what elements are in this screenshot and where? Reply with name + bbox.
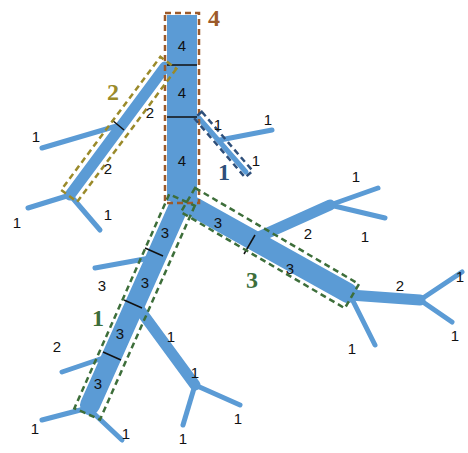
segment-order-number: 3 xyxy=(214,215,222,230)
segment-order-number: 1 xyxy=(361,229,369,244)
segment-order-number: 3 xyxy=(286,261,294,276)
segment-order-number: 4 xyxy=(178,38,186,53)
segment-order-number: 3 xyxy=(141,275,149,290)
segment-order-number: 1 xyxy=(179,431,187,446)
segment-order-number: 3 xyxy=(98,278,106,293)
order-label: 4 xyxy=(208,6,220,30)
segment-order-number: 2 xyxy=(104,161,112,176)
segment-order-number: 4 xyxy=(178,153,186,168)
segment-order-number: 1 xyxy=(13,215,21,230)
segment-order-number: 4 xyxy=(178,85,186,100)
segment-order-number: 1 xyxy=(104,207,112,222)
segment-order-number: 3 xyxy=(116,326,124,341)
order-label: 1 xyxy=(218,160,230,184)
order-label: 2 xyxy=(107,80,119,104)
segment-order-number: 2 xyxy=(396,278,404,293)
segment-order-number: 3 xyxy=(161,225,169,240)
segment-order-number: 3 xyxy=(94,376,102,391)
segment-order-number: 1 xyxy=(348,341,356,356)
segment-order-number: 1 xyxy=(451,328,459,343)
segment-order-number: 1 xyxy=(122,426,130,441)
segment-order-number: 2 xyxy=(146,105,154,120)
order-label: 1 xyxy=(92,306,104,330)
segment-order-number: 2 xyxy=(304,226,312,241)
segment-order-number: 1 xyxy=(352,169,360,184)
segment-order-number: 1 xyxy=(264,112,272,127)
order-label: 3 xyxy=(246,268,258,292)
segment-order-number: 1 xyxy=(167,329,175,344)
segment-order-number: 1 xyxy=(31,421,39,436)
segment-order-number: 1 xyxy=(214,117,222,132)
segment-order-number: 1 xyxy=(234,411,242,426)
segment-order-number: 1 xyxy=(191,365,199,380)
segment-order-number: 1 xyxy=(32,129,40,144)
segment-order-number: 1 xyxy=(252,153,260,168)
segment-order-number: 2 xyxy=(53,339,61,354)
segment-order-number: 1 xyxy=(456,269,464,284)
